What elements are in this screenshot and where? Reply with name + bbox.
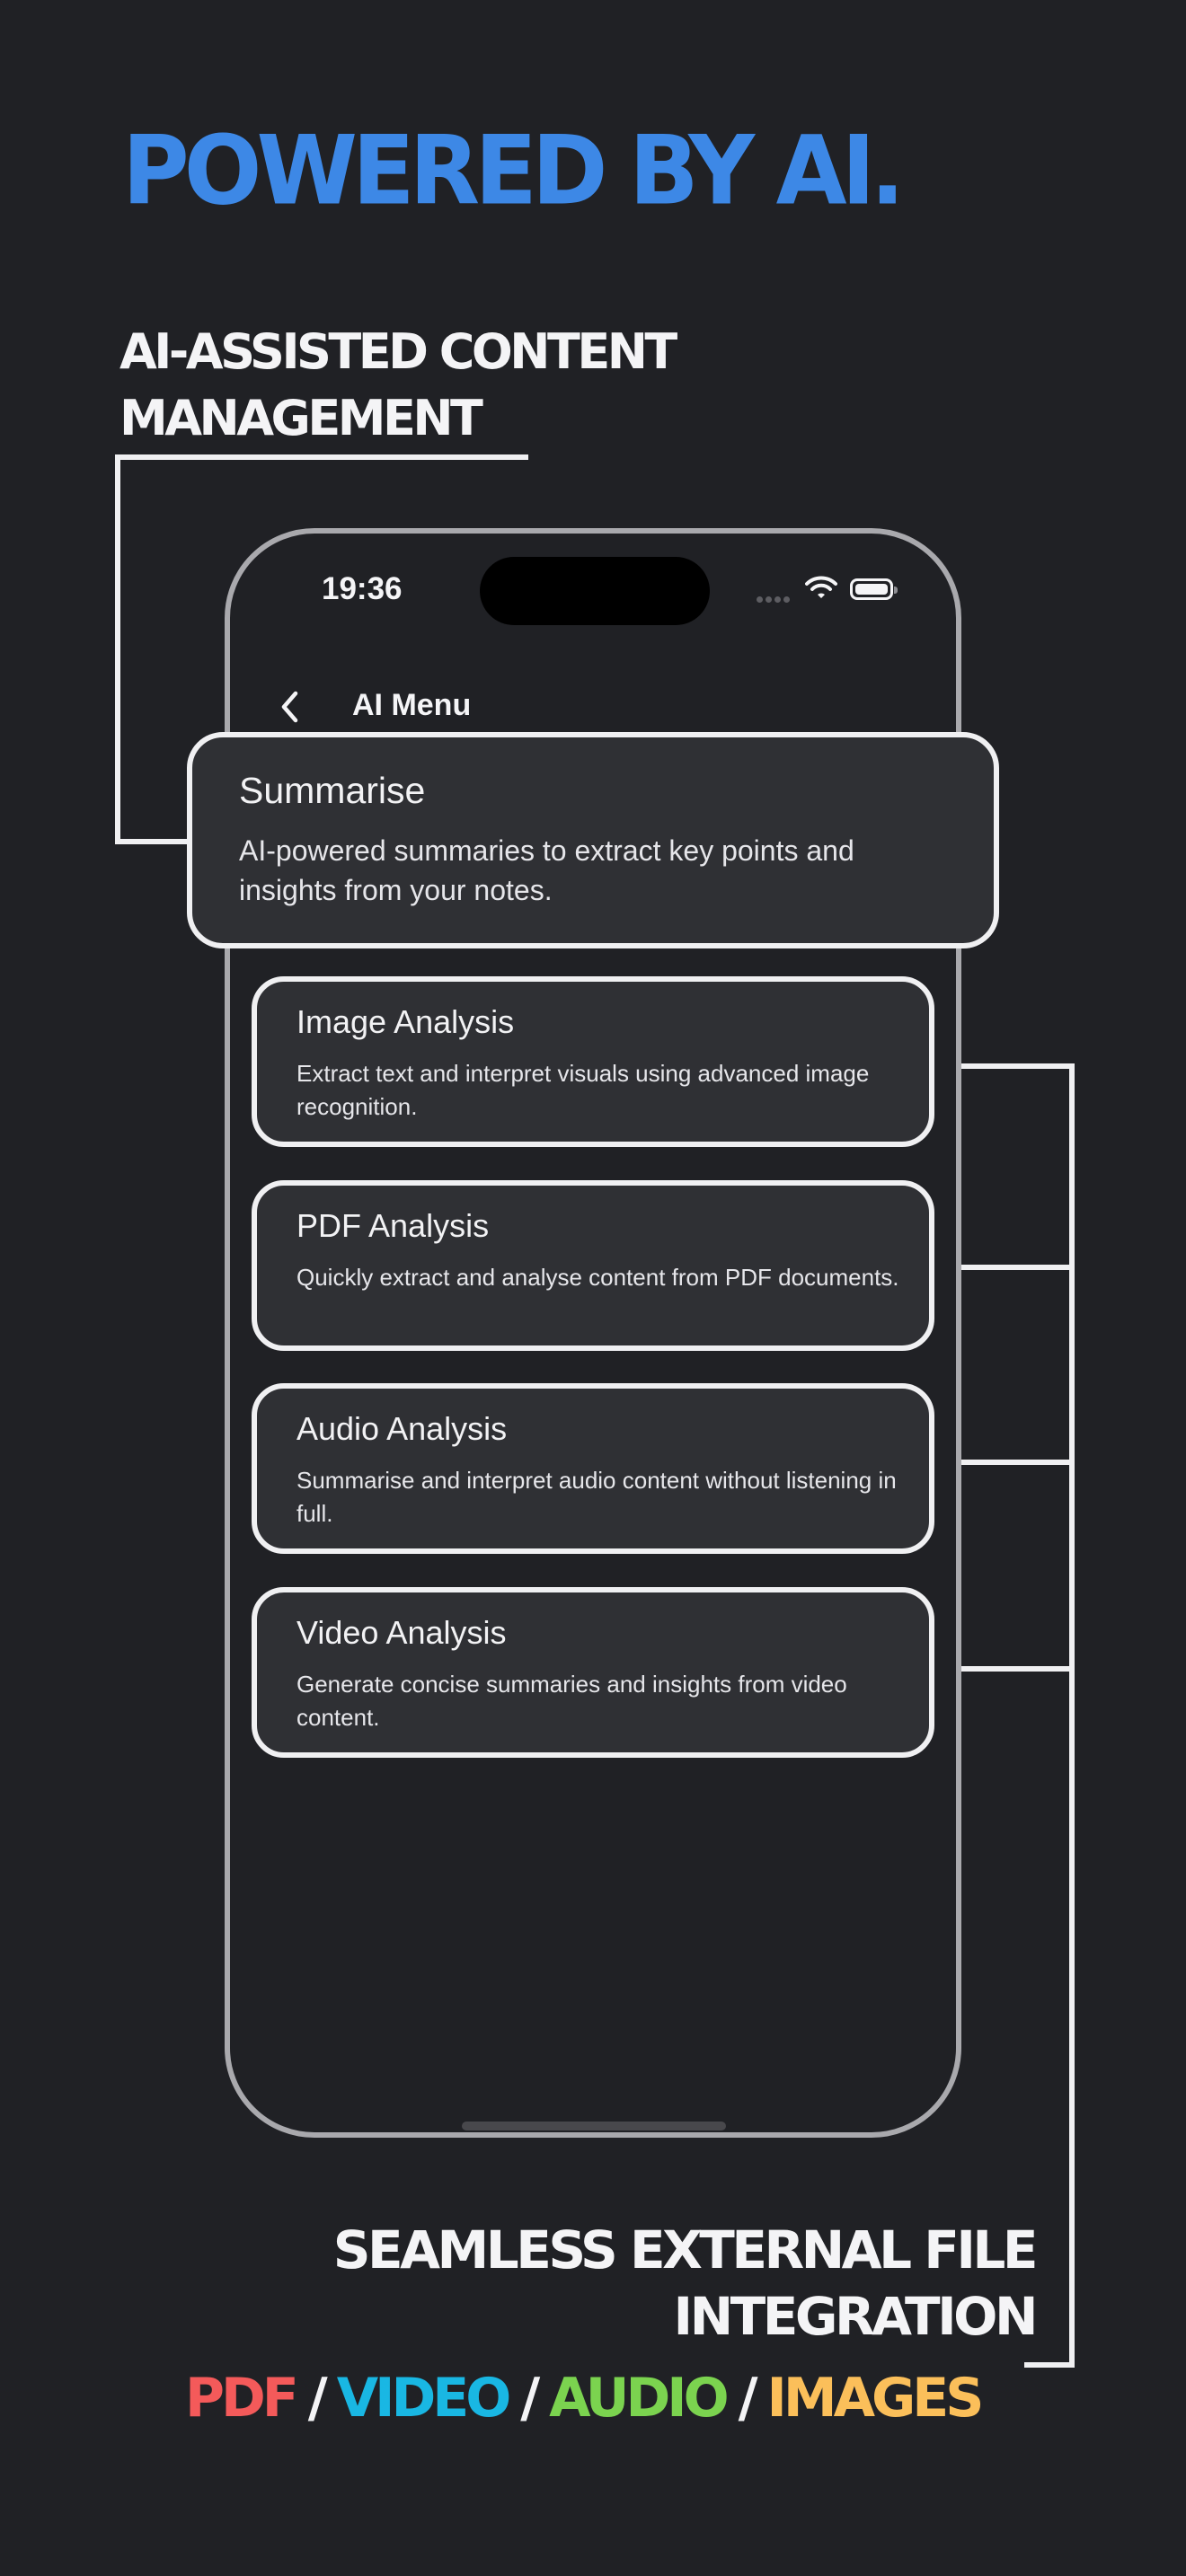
menu-item-video-analysis[interactable]: Video Analysis Generate concise summarie… [252,1587,934,1758]
connector-line [1069,1063,1075,2368]
menu-item-summarise[interactable]: Summarise AI-powered summaries to extrac… [187,732,999,948]
status-time: 19:36 [322,571,403,606]
menu-item-image-analysis[interactable]: Image Analysis Extract text and interpre… [252,976,934,1147]
menu-item-description: Generate concise summaries and insights … [296,1671,847,1731]
cellular-signal-icon [757,589,792,606]
connector-line [931,1063,1073,1069]
connector-line [115,454,528,460]
menu-item-description: Quickly extract and analyse content from… [296,1264,899,1291]
format-separator: / [520,2367,540,2430]
format-separator: / [738,2367,758,2430]
menu-item-description: Summarise and interpret audio content wi… [296,1467,897,1527]
connector-line [931,1460,1073,1465]
menu-item-title: Audio Analysis [296,1410,508,1447]
battery-icon [850,578,898,600]
menu-item-pdf-analysis[interactable]: PDF Analysis Quickly extract and analyse… [252,1180,934,1351]
format-audio: AUDIO [549,2367,729,2430]
dynamic-island [480,557,710,625]
connector-line [115,454,120,844]
menu-item-title: PDF Analysis [296,1207,490,1244]
menu-item-title: Summarise [239,770,426,811]
subheading-ai-content: AI-ASSISTED CONTENT MANAGEMENT [119,323,677,446]
menu-item-title: Video Analysis [296,1614,507,1651]
menu-item-audio-analysis[interactable]: Audio Analysis Summarise and interpret a… [252,1383,934,1554]
menu-item-description: Extract text and interpret visuals using… [296,1060,870,1120]
format-pdf: PDF [185,2367,299,2430]
chevron-left-icon[interactable] [279,690,299,724]
nav-title: AI Menu [352,688,472,722]
menu-item-title: Image Analysis [296,1003,515,1040]
format-list: PDF/VIDEO/AUDIO/IMAGES [185,2371,984,2425]
connector-line [931,1265,1073,1270]
home-indicator [462,2122,726,2130]
menu-item-description: AI-powered summaries to extract key poin… [239,834,854,906]
connector-line [931,1666,1073,1672]
format-video: VIDEO [336,2367,512,2430]
format-images: IMAGES [766,2367,985,2430]
connector-line [115,839,190,844]
headline: POWERED BY AI. [122,115,905,227]
wifi-icon [805,576,837,598]
format-separator: / [307,2367,328,2430]
subheading-file-integration: SEAMLESS EXTERNAL FILE INTEGRATION [332,2219,1039,2347]
connector-line [1024,2362,1075,2368]
